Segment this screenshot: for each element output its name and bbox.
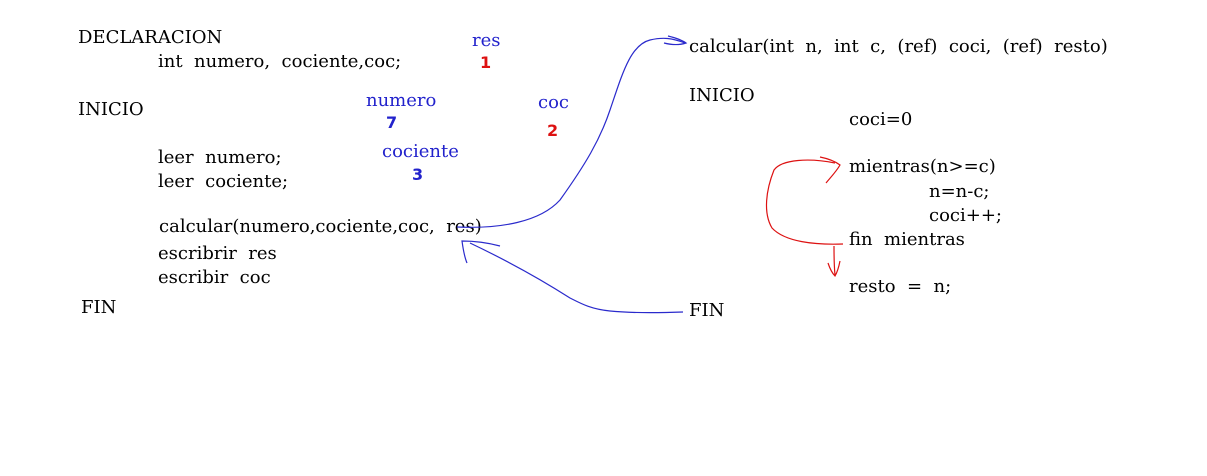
escribir-coc-line: escribir coc <box>158 267 271 288</box>
return-arrow <box>469 242 684 314</box>
procedure-inicio-heading: INICIO <box>689 85 755 106</box>
loop-arrowhead <box>819 156 841 184</box>
call-calcular-line: calcular(numero,cociente,coc, res) <box>159 216 482 237</box>
numero-variable-label: numero <box>366 90 437 111</box>
loop-arrow <box>765 159 844 245</box>
main-fin-heading: FIN <box>81 297 117 318</box>
fin-mientras-line: fin mientras <box>849 229 965 250</box>
declaracion-heading: DECLARACION <box>78 27 223 48</box>
loop-exit-arrow <box>833 245 836 276</box>
coc-variable-label: coc <box>538 92 569 113</box>
numero-variable-value: 7 <box>386 113 398 132</box>
coci-increment-line: coci++; <box>929 205 1002 226</box>
cociente-variable-label: cociente <box>382 141 459 162</box>
call-arrowhead <box>663 35 688 46</box>
coci-init-line: coci=0 <box>849 109 913 130</box>
res-variable-label: res <box>472 30 501 51</box>
leer-cociente-line: leer cociente; <box>158 171 289 192</box>
main-inicio-heading: INICIO <box>78 99 144 120</box>
n-update-line: n=n-c; <box>929 181 990 202</box>
declaration-line: int numero, cociente,coc; <box>158 51 402 72</box>
procedure-signature: calcular(int n, int c, (ref) coci, (ref)… <box>689 36 1108 57</box>
mientras-line: mientras(n>=c) <box>849 156 996 177</box>
procedure-fin-heading: FIN <box>689 300 725 321</box>
cociente-variable-value: 3 <box>412 165 424 184</box>
res-variable-value: 1 <box>480 53 492 72</box>
return-arrowhead <box>461 240 501 264</box>
loop-exit-arrowhead <box>827 260 841 277</box>
leer-numero-line: leer numero; <box>158 147 282 168</box>
coc-variable-value: 2 <box>547 121 559 140</box>
escribir-res-line: escribrir res <box>158 243 277 264</box>
call-arrow <box>456 37 686 228</box>
resto-assign-line: resto = n; <box>849 276 952 297</box>
